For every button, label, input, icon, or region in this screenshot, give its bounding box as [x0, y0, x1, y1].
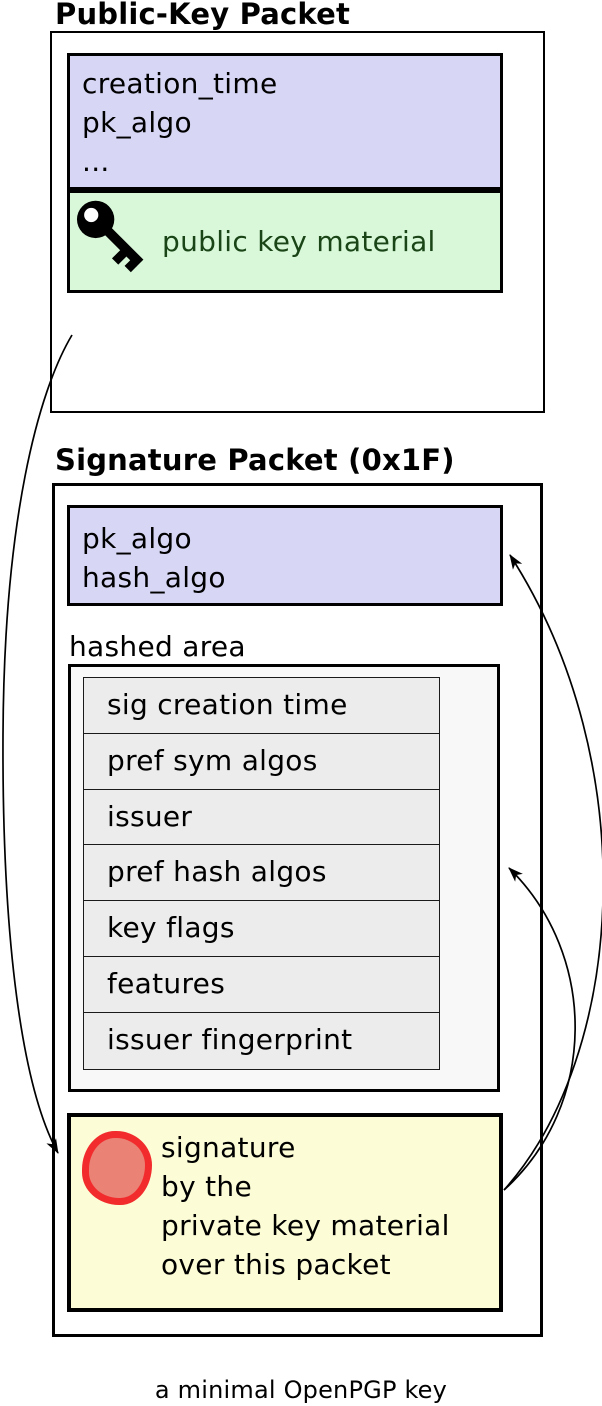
signature-line-2: by the: [161, 1170, 252, 1203]
signature-value-box: signature by the private key material ov…: [67, 1113, 503, 1312]
field-hash-algo: hash_algo: [82, 561, 226, 594]
subpacket-table: sig creation time pref sym algos issuer …: [83, 677, 440, 1070]
public-key-header-box: creation_time pk_algo ...: [67, 53, 503, 190]
hashed-area-box: sig creation time pref sym algos issuer …: [68, 664, 500, 1092]
signature-header-box: pk_algo hash_algo: [67, 505, 503, 606]
field-ellipsis: ...: [82, 145, 110, 178]
public-key-material-box: public key material: [67, 190, 503, 293]
diagram-caption: a minimal OpenPGP key: [154, 1376, 448, 1404]
key-icon: [74, 196, 154, 288]
signature-packet-title: Signature Packet (0x1F): [55, 443, 455, 477]
subpacket-row-issuer: issuer: [84, 789, 439, 846]
field-creation-time: creation_time: [82, 67, 278, 100]
public-key-material-label: public key material: [162, 225, 436, 258]
signature-line-1: signature: [161, 1131, 296, 1164]
signature-line-4: over this packet: [161, 1248, 391, 1281]
signature-text: signature by the private key material ov…: [161, 1128, 450, 1284]
hashed-area-label: hashed area: [69, 630, 246, 663]
subpacket-row-key-flags: key flags: [84, 901, 439, 957]
subpacket-row-issuer-fingerprint: issuer fingerprint: [84, 1012, 439, 1069]
public-key-packet-title: Public-Key Packet: [55, 0, 351, 31]
subpacket-row-features: features: [84, 956, 439, 1013]
subpacket-row-sig-creation-time: sig creation time: [84, 678, 439, 734]
signature-line-3: private key material: [161, 1209, 450, 1242]
field-pk-algo: pk_algo: [82, 106, 192, 139]
wax-seal-icon: [82, 1131, 152, 1205]
field-pk-algo: pk_algo: [82, 522, 192, 555]
subpacket-row-pref-sym-algos: pref sym algos: [84, 733, 439, 790]
subpacket-row-pref-hash-algos: pref hash algos: [84, 845, 439, 902]
